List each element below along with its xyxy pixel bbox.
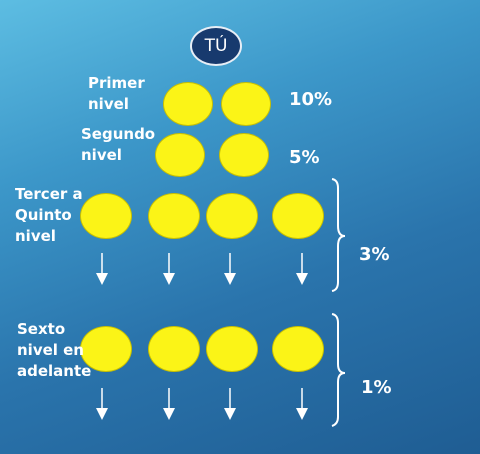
level-1-node bbox=[163, 82, 213, 126]
right-brace-icon bbox=[331, 178, 346, 292]
level-1-label: Primer nivel bbox=[88, 74, 145, 113]
level-3-node bbox=[206, 193, 258, 239]
level-4-node bbox=[206, 326, 258, 372]
you-label: TÚ bbox=[204, 36, 228, 56]
level-2-node bbox=[219, 133, 269, 177]
you-node: TÚ bbox=[190, 26, 242, 66]
level-2-label: Segundo nivel bbox=[81, 125, 156, 164]
right-brace-icon bbox=[331, 313, 346, 427]
level-3-node bbox=[272, 193, 324, 239]
level-3-node bbox=[80, 193, 132, 239]
level-3-node bbox=[148, 193, 200, 239]
level-3-percent: 3% bbox=[359, 244, 390, 265]
level-4-node bbox=[272, 326, 324, 372]
level-3-label: Tercer a Quinto nivel bbox=[15, 185, 83, 245]
level-1-percent: 10% bbox=[289, 89, 333, 110]
level-2-node bbox=[155, 133, 205, 177]
level-4-node bbox=[80, 326, 132, 372]
level-4-node bbox=[148, 326, 200, 372]
level-1-node bbox=[221, 82, 271, 126]
level-4-label: Sexto nivel en adelante bbox=[17, 320, 92, 380]
level-4-percent: 1% bbox=[361, 377, 392, 398]
level-2-percent: 5% bbox=[289, 147, 320, 168]
